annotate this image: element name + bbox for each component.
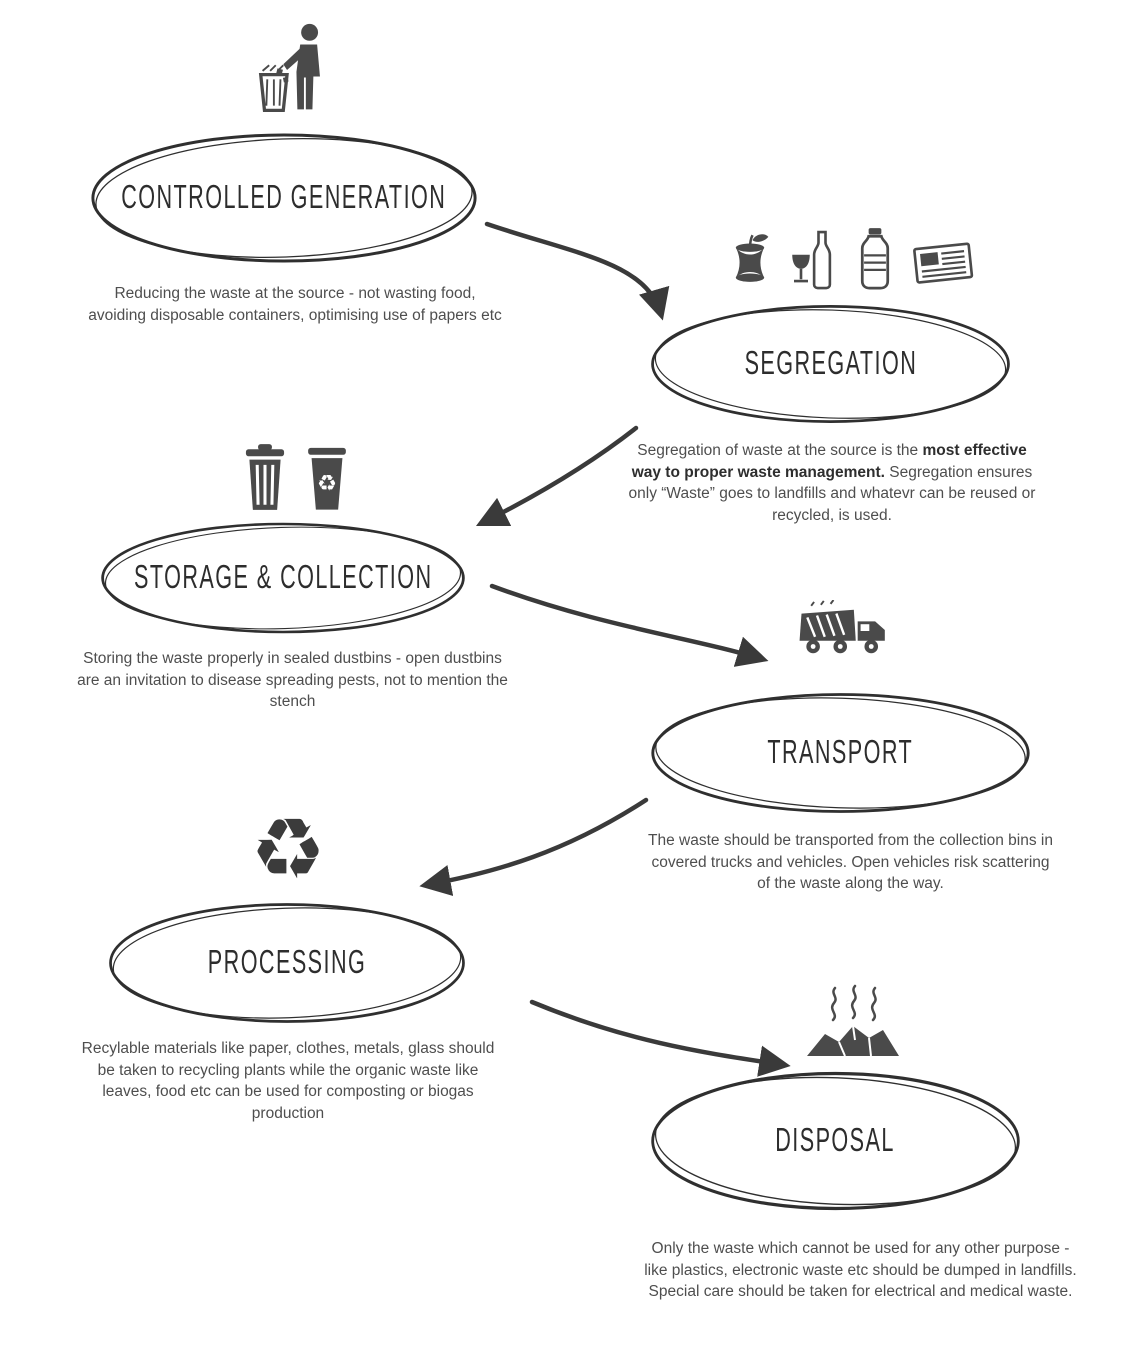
garbage-truck-icon <box>788 598 908 662</box>
step-bubble-transport: TRANSPORT <box>648 688 1033 818</box>
step-description-controlled-generation: Reducing the waste at the source - not w… <box>88 285 502 324</box>
step-title-processing: PROCESSING <box>207 943 367 981</box>
step-bubble-disposal: DISPOSAL <box>648 1066 1023 1216</box>
plastic-bottle-icon <box>855 226 895 292</box>
step-description-disposal: Only the waste which cannot be used for … <box>644 1240 1077 1301</box>
paper-waste-icon <box>907 234 981 292</box>
step-title-storage-collection: STORAGE & COLLECTION <box>133 558 433 596</box>
segregation-desc-post: Segregation ensures only “Waste” goes to… <box>628 463 1036 525</box>
step-bubble-storage-collection: STORAGE & COLLECTION <box>98 518 468 638</box>
recycle-bin-icon: ♻ <box>303 438 351 516</box>
step-bubble-segregation: SEGREGATION <box>648 300 1013 428</box>
arrow-processing-to-disposal <box>529 999 791 1077</box>
step-bubble-processing: PROCESSING <box>106 898 468 1028</box>
arrow-storage-to-transport <box>489 583 769 667</box>
step-description-storage-collection: Storing the waste properly in sealed dus… <box>77 650 508 711</box>
segregation-desc-bold: most effective way to proper waste manag… <box>631 442 1027 481</box>
arrow-generation-to-segregation <box>484 221 670 321</box>
recycle-glyph: ♻ <box>317 471 337 497</box>
landfill-icon <box>790 980 920 1066</box>
step-bubble-controlled-generation: CONTROLLED GENERATION <box>88 128 480 268</box>
segregation-icons <box>720 218 985 292</box>
step-description-transport: The waste should be transported from the… <box>648 832 1053 893</box>
recycle-symbol-icon: ♻ <box>250 800 326 898</box>
step-title-segregation: SEGREGATION <box>744 344 917 382</box>
segregation-desc-pre: Segregation of waste at the source is th… <box>637 442 923 459</box>
step-title-controlled-generation: CONTROLLED GENERATION <box>121 178 447 216</box>
step-title-transport: TRANSPORT <box>767 733 914 771</box>
step-description-segregation: Segregation of waste at the source is th… <box>628 440 1036 527</box>
step-title-disposal: DISPOSAL <box>775 1121 896 1159</box>
person-littering-icon <box>248 22 343 116</box>
food-waste-icon <box>725 230 775 292</box>
dustbin-icon <box>239 438 291 516</box>
arrow-segregation-to-storage <box>475 425 639 527</box>
storage-icons: ♻ <box>220 428 370 516</box>
arrow-transport-to-processing <box>419 797 649 897</box>
step-description-processing: Recylable materials like paper, clothes,… <box>81 1040 495 1123</box>
glass-waste-icon <box>787 228 843 292</box>
